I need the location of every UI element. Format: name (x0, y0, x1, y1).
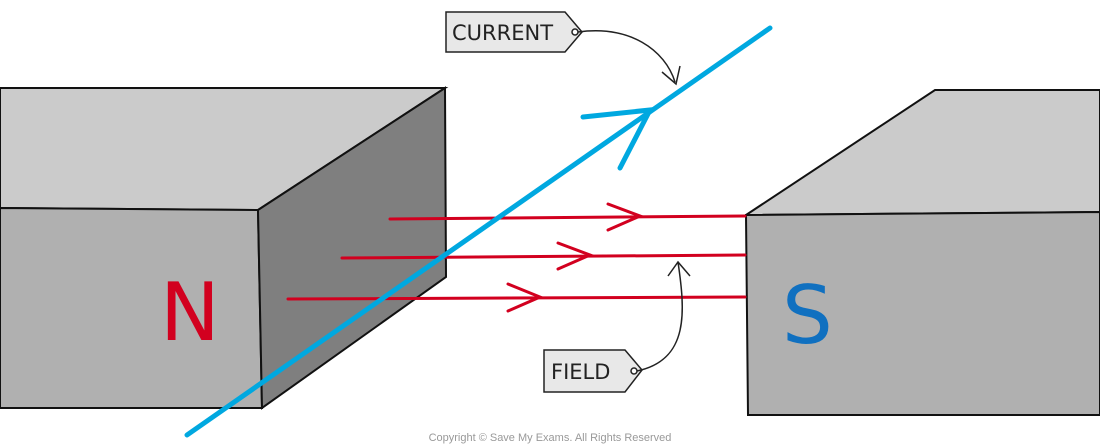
magnetic-field-lines (286, 202, 747, 313)
current-label-tag: CURRENT (445, 11, 681, 86)
field-label-tag: FIELD (543, 260, 691, 393)
south-pole-label: S (782, 269, 833, 362)
current-wire (184, 25, 773, 438)
south-magnet (742, 89, 1100, 416)
north-magnet (0, 86, 449, 410)
north-pole-label: N (160, 266, 220, 359)
field-line (286, 295, 747, 301)
field-line (388, 214, 747, 221)
current-label: CURRENT (452, 21, 553, 45)
field-arrow (606, 202, 644, 232)
field-arrow (556, 241, 594, 271)
field-arrow (506, 282, 544, 313)
copyright-text: Copyright © Save My Exams. All Rights Re… (429, 432, 672, 444)
current-arrow (580, 107, 655, 171)
field-label: FIELD (551, 360, 610, 384)
field-line (340, 253, 747, 260)
